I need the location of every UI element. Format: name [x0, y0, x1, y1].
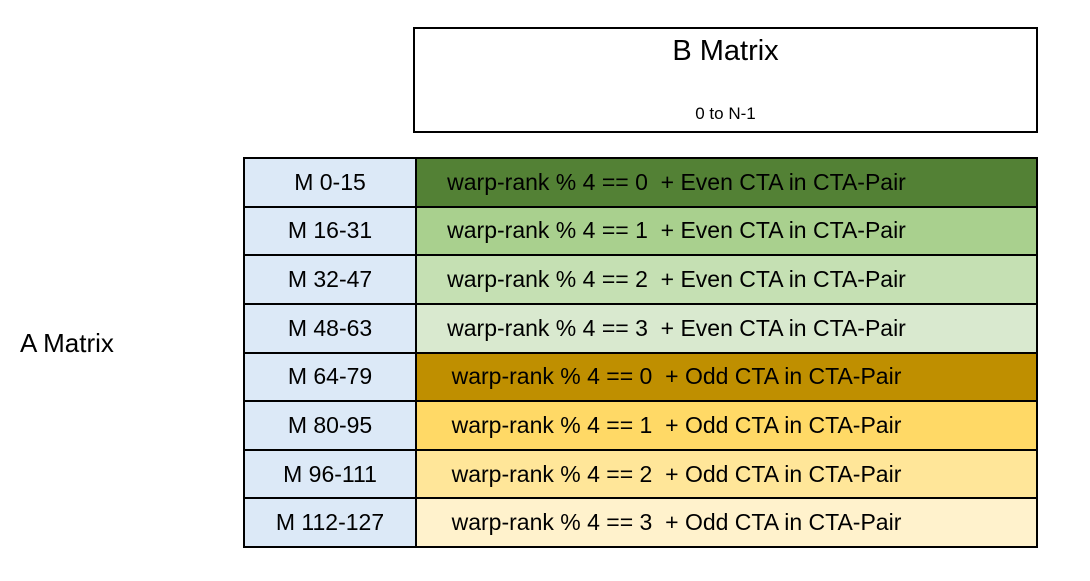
- a-matrix-label: A Matrix: [20, 328, 114, 358]
- table-row: M 16-31 warp-rank % 4 == 1 + Even CTA in…: [245, 207, 1036, 257]
- table-row: M 96-111 warp-rank % 4 == 2 + Odd CTA in…: [245, 450, 1036, 500]
- table-row: M 80-95 warp-rank % 4 == 1 + Odd CTA in …: [245, 402, 1036, 451]
- m-range-cell: M 96-111: [245, 450, 417, 498]
- table-row: M 0-15 warp-rank % 4 == 0 + Even CTA in …: [245, 159, 1036, 208]
- mapping-cell: warp-rank % 4 == 2 + Odd CTA in CTA-Pair: [417, 450, 1036, 498]
- m-range-cell: M 16-31: [245, 207, 417, 255]
- table-row: M 48-63 warp-rank % 4 == 3 + Even CTA in…: [245, 304, 1036, 354]
- table-row: M 64-79 warp-rank % 4 == 0 + Odd CTA in …: [245, 353, 1036, 403]
- mapping-cell: warp-rank % 4 == 3 + Even CTA in CTA-Pai…: [417, 304, 1036, 352]
- mapping-cell: warp-rank % 4 == 1 + Odd CTA in CTA-Pair: [417, 402, 1036, 449]
- b-matrix-title: B Matrix: [672, 35, 779, 67]
- b-matrix-range-label: 0 to N-1: [695, 104, 756, 123]
- table-row: M 32-47 warp-rank % 4 == 2 + Even CTA in…: [245, 256, 1036, 305]
- m-range-cell: M 64-79: [245, 353, 417, 401]
- m-range-cell: M 112-127: [245, 499, 417, 546]
- mapping-cell: warp-rank % 4 == 1 + Even CTA in CTA-Pai…: [417, 207, 1036, 255]
- mapping-cell: warp-rank % 4 == 3 + Odd CTA in CTA-Pair: [417, 499, 1036, 546]
- b-matrix-box: B Matrix 0 to N-1: [413, 27, 1038, 133]
- mapping-cell: warp-rank % 4 == 0 + Odd CTA in CTA-Pair: [417, 353, 1036, 401]
- warp-mapping-table: M 0-15 warp-rank % 4 == 0 + Even CTA in …: [243, 157, 1038, 548]
- m-range-cell: M 32-47: [245, 256, 417, 303]
- m-range-cell: M 80-95: [245, 402, 417, 449]
- m-range-cell: M 0-15: [245, 159, 417, 206]
- table-row: M 112-127 warp-rank % 4 == 3 + Odd CTA i…: [245, 499, 1036, 546]
- mapping-cell: warp-rank % 4 == 2 + Even CTA in CTA-Pai…: [417, 256, 1036, 303]
- m-range-cell: M 48-63: [245, 304, 417, 352]
- mapping-cell: warp-rank % 4 == 0 + Even CTA in CTA-Pai…: [417, 159, 1036, 206]
